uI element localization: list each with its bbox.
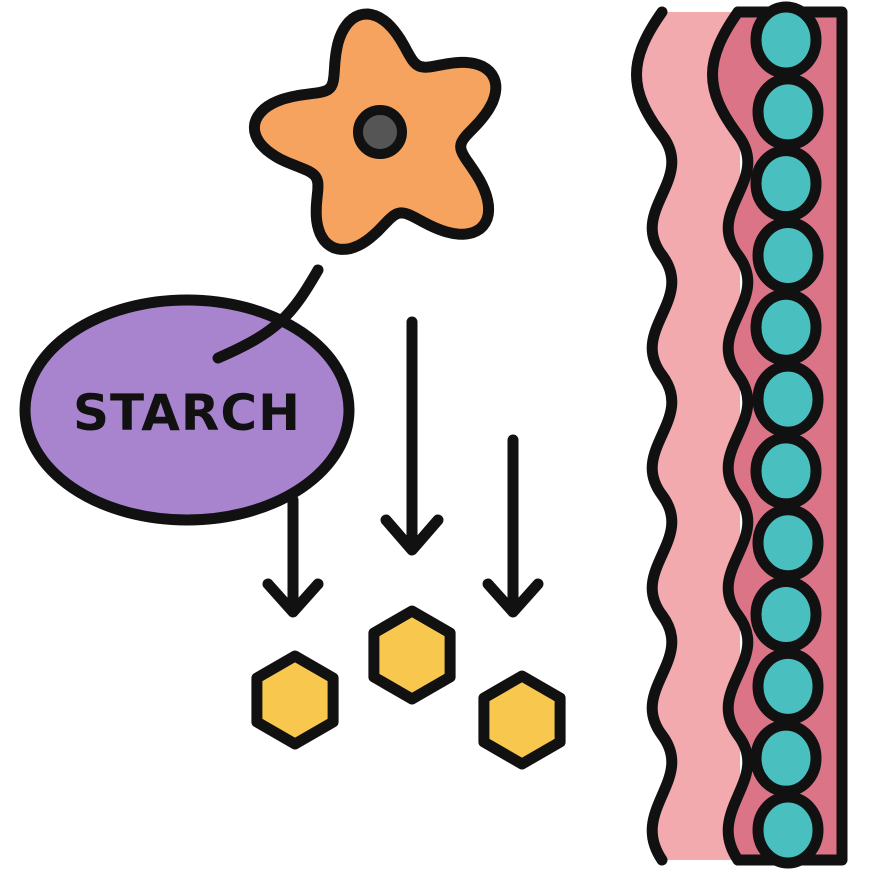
enzyme-tether-line	[212, 264, 324, 364]
epithelial-cell	[750, 432, 822, 510]
starch-blob: STARCH	[19, 264, 355, 526]
intestinal-wall-icon	[631, 1, 848, 869]
inner-wavy-outline	[707, 6, 754, 866]
epithelial-cell	[752, 360, 824, 438]
starch-label: STARCH	[73, 384, 301, 442]
glucose-hexagon-icon-middle	[368, 605, 456, 705]
epithelial-cell	[750, 576, 822, 654]
down-arrow-icon-right	[482, 434, 544, 618]
glucose-hexagon-icon-right	[478, 670, 566, 770]
down-arrow-icon-left	[262, 494, 324, 618]
epithelial-cells	[750, 1, 824, 869]
outer-tissue-layer	[636, 12, 740, 860]
epithelial-cell	[750, 719, 822, 797]
epithelial-cell	[752, 216, 824, 294]
epithelial-cell	[750, 1, 822, 79]
enzyme-cell-icon	[248, 8, 502, 255]
epithelial-cell	[752, 73, 824, 151]
epithelial-cell	[752, 504, 824, 582]
enzyme-nucleus	[353, 105, 407, 159]
epithelial-cell	[752, 791, 824, 869]
epithelial-cell	[752, 647, 824, 725]
glucose-hexagon-icon-left	[251, 650, 339, 750]
epithelial-cell	[750, 145, 822, 223]
down-arrow-icon-middle	[380, 316, 444, 556]
starch-ellipse	[19, 294, 355, 526]
epithelial-cell	[750, 288, 822, 366]
outer-wavy-outline	[631, 6, 678, 866]
